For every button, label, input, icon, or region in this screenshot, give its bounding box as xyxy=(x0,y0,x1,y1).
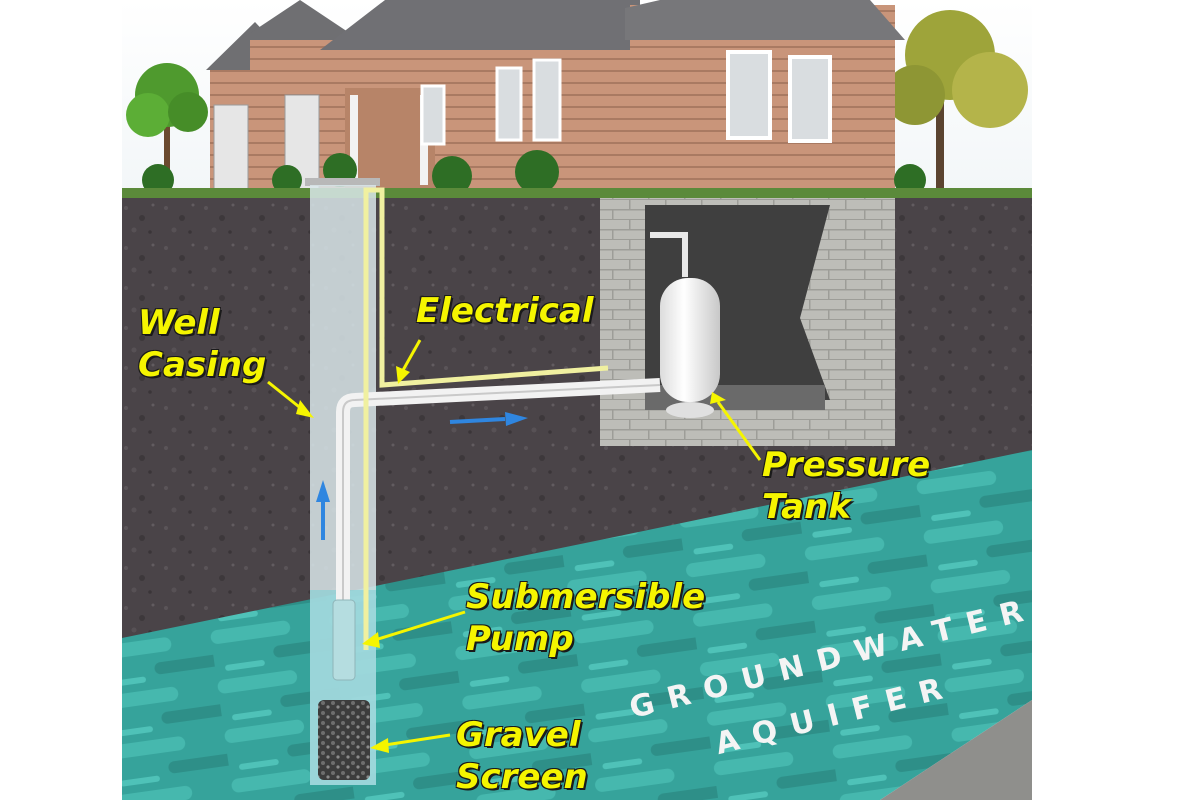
grass-line xyxy=(122,188,1032,198)
callout-arrows xyxy=(267,339,762,753)
window xyxy=(495,66,523,142)
water-pipe xyxy=(336,378,661,600)
gravel-screen xyxy=(318,700,370,780)
window xyxy=(788,55,832,143)
label-well-casing: Well Casing xyxy=(138,302,266,386)
garage-door-left xyxy=(213,104,249,191)
tree-right xyxy=(885,10,1028,198)
label-submersible-pump-line1: Submersible xyxy=(466,577,706,617)
label-gravel-screen: Gravel Screen xyxy=(456,714,588,798)
bedrock xyxy=(880,700,1032,800)
label-submersible-pump-line2: Pump xyxy=(466,619,574,659)
submersible-pump xyxy=(332,599,356,681)
label-well-casing-line1: Well xyxy=(138,303,220,343)
label-electrical: Electrical xyxy=(416,291,594,331)
flow-arrow-right xyxy=(449,412,528,426)
window xyxy=(420,84,446,146)
window xyxy=(726,50,772,140)
label-submersible-pump: Submersible Pump xyxy=(466,576,705,660)
label-gravel-screen-line1: Gravel xyxy=(456,715,581,755)
pressure-tank xyxy=(650,232,720,418)
label-pressure-tank-line2: Tank xyxy=(762,487,851,527)
label-pressure-tank-line1: Pressure xyxy=(762,445,931,485)
basement xyxy=(600,198,895,446)
label-gravel-screen-line2: Screen xyxy=(456,757,588,797)
window xyxy=(532,58,562,142)
label-well-casing-line2: Casing xyxy=(138,345,267,385)
electrical-line xyxy=(363,187,609,650)
house xyxy=(142,0,926,196)
flow-arrow-up xyxy=(316,480,330,540)
label-pressure-tank: Pressure Tank xyxy=(762,444,930,528)
tree-left xyxy=(126,63,208,195)
